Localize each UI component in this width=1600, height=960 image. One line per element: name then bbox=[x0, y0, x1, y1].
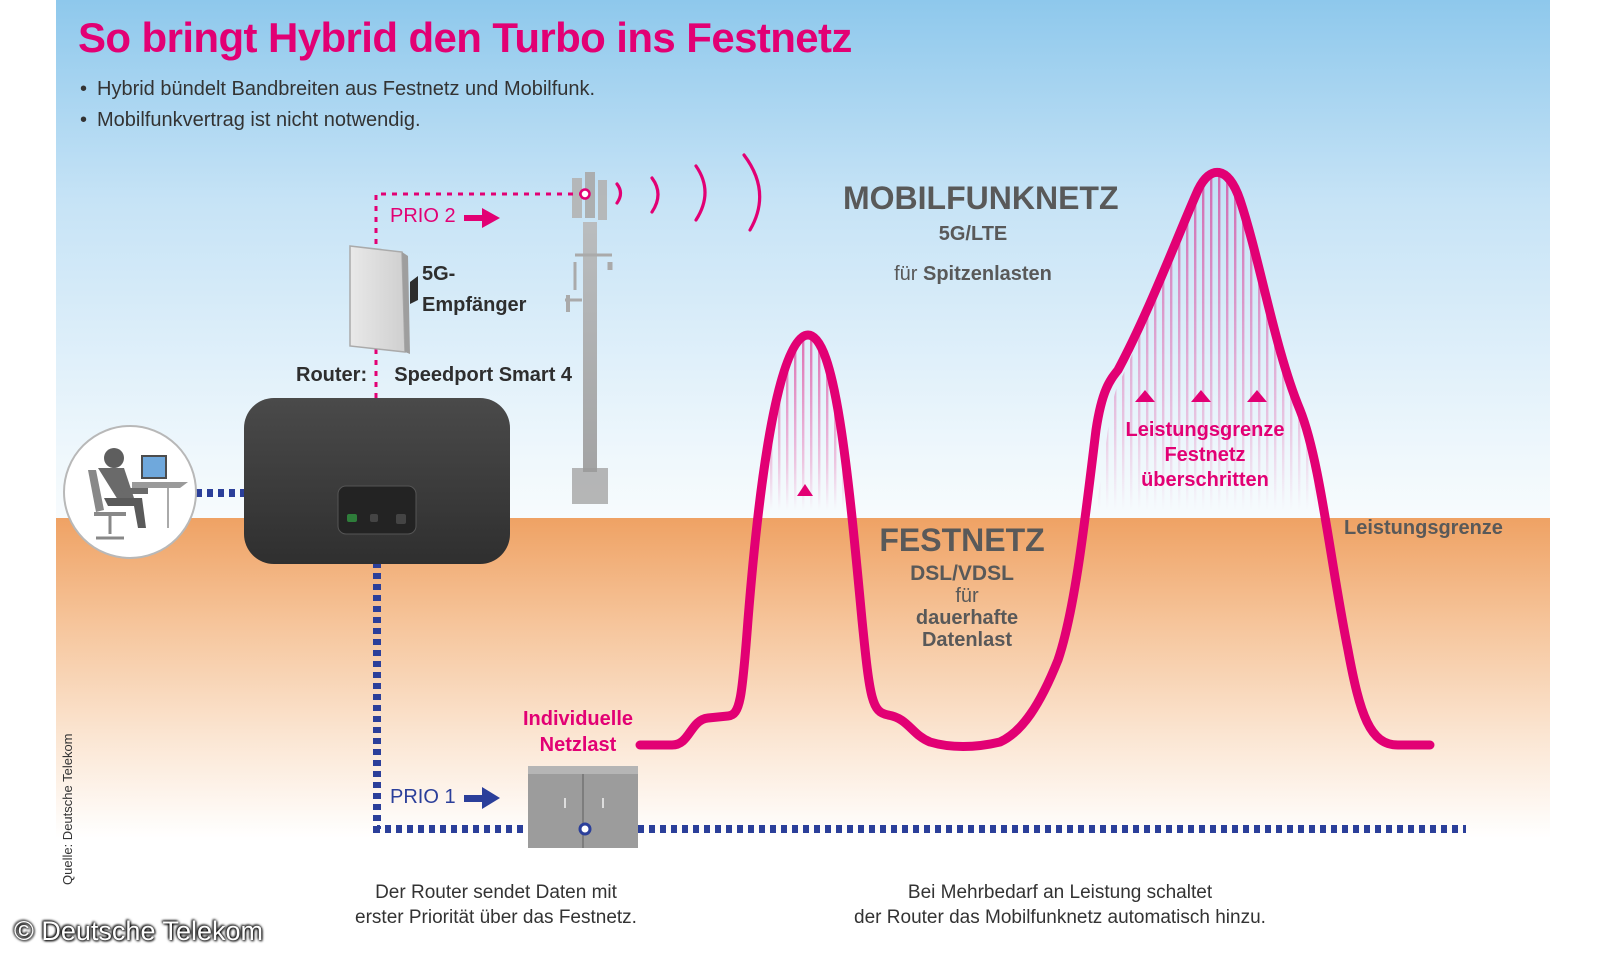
triangle-up-icon bbox=[1247, 390, 1267, 402]
ground-area bbox=[56, 518, 1550, 905]
arrow-right-icon bbox=[464, 787, 500, 809]
load-curve bbox=[635, 168, 1435, 751]
router-label: Router: Speedport Smart 4 bbox=[296, 364, 572, 387]
peak-fill-large bbox=[1096, 172, 1322, 510]
cell-tower-icon bbox=[565, 172, 613, 504]
prio2-label: PRIO 2 bbox=[390, 205, 456, 227]
router-label-prefix: Router: bbox=[296, 364, 368, 386]
street-cabinet-icon bbox=[528, 766, 638, 848]
receiver-icon bbox=[349, 245, 418, 354]
bullet-item: Hybrid bündelt Bandbreiten aus Festnetz … bbox=[80, 74, 595, 105]
router-label-name: Speedport Smart 4 bbox=[394, 364, 573, 386]
prio1-label: PRIO 1 bbox=[390, 786, 456, 808]
prio1-path bbox=[373, 562, 1466, 833]
triangle-up-icon bbox=[1191, 390, 1211, 402]
receiver-label: 5G- Empfänger bbox=[422, 263, 527, 316]
fixed-network-title: FESTNETZ bbox=[879, 522, 1045, 558]
fixed-network-note: für dauerhafte Datenlast bbox=[915, 585, 1019, 651]
caption-left: Der Router sendet Daten mit erster Prior… bbox=[355, 882, 637, 928]
tower-connection-dot bbox=[579, 188, 591, 200]
limit-exceeded-label: Leistungsgrenze Festnetz überschritten bbox=[1125, 419, 1285, 491]
page-title: So bringt Hybrid den Turbo ins Festnetz bbox=[78, 14, 852, 61]
mobile-network-sub: 5G/LTE bbox=[938, 223, 1008, 245]
router-icon bbox=[244, 398, 510, 564]
copyright-watermark: © Deutsche Telekom bbox=[14, 916, 264, 946]
user-at-desk-icon bbox=[63, 425, 197, 559]
capacity-limit-label: Leistungsgrenze bbox=[1344, 517, 1503, 539]
fixed-network-sub: DSL/VDSL bbox=[910, 562, 1014, 585]
triangle-up-icon bbox=[1135, 390, 1155, 402]
signal-wave-icon bbox=[615, 153, 762, 232]
caption-right: Bei Mehrbedarf an Leistung schaltet der … bbox=[854, 882, 1266, 928]
mobile-network-note: für Spitzenlasten bbox=[894, 263, 1052, 285]
bullet-list: Hybrid bündelt Bandbreiten aus Festnetz … bbox=[80, 74, 595, 136]
source-note: Quelle: Deutsche Telekom bbox=[60, 733, 75, 885]
bullet-item: Mobilfunkvertrag ist nicht notwendig. bbox=[80, 105, 595, 136]
mobile-network-title: MOBILFUNKNETZ bbox=[843, 180, 1119, 216]
arrow-right-icon bbox=[464, 208, 500, 228]
individual-load-label: Individuelle Netzlast bbox=[522, 708, 634, 756]
triangle-up-icon bbox=[797, 484, 813, 496]
